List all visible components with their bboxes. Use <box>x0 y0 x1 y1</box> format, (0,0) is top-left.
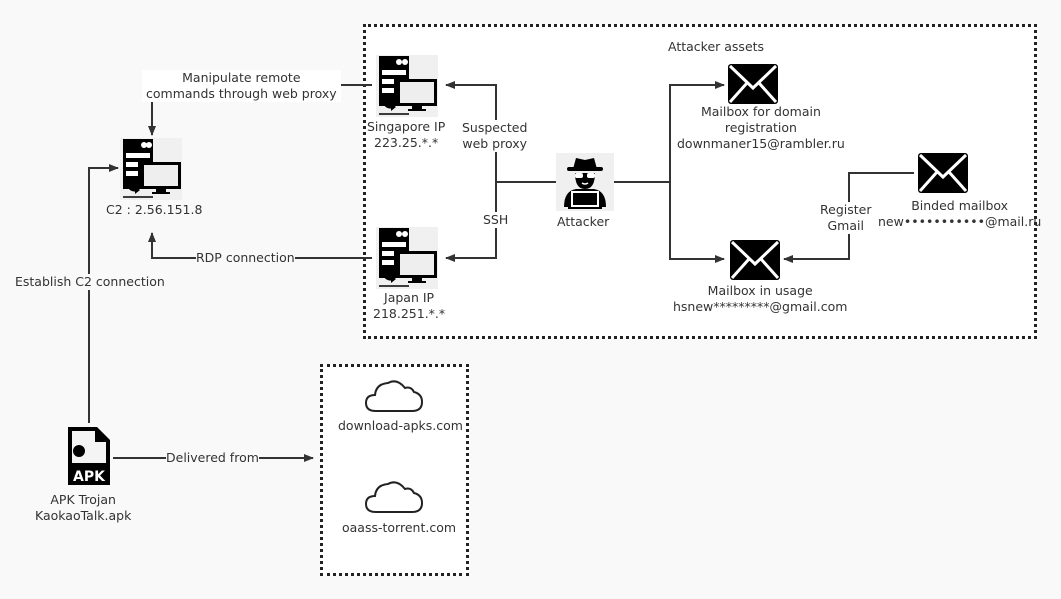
site1-node[interactable] <box>364 376 424 414</box>
c2-label: C2 : 2.56.151.8 <box>106 202 203 218</box>
edge-rdp <box>148 232 372 259</box>
envelope-icon <box>728 64 778 104</box>
mailbox-domain-label: Mailbox for domain registration downmane… <box>677 104 845 151</box>
c2-node[interactable] <box>120 138 182 200</box>
edge-label-register-gmail: Register Gmail <box>820 202 872 234</box>
envelope-icon <box>730 240 780 280</box>
server-icon <box>376 227 438 289</box>
japan-node[interactable] <box>376 227 438 289</box>
server-icon <box>120 138 182 200</box>
site2-node[interactable] <box>364 477 424 515</box>
site1-label: download-apks.com <box>338 418 463 433</box>
mailbox-usage-label: Mailbox in usage hsnew*********@gmail.co… <box>673 283 848 314</box>
singapore-label: Singapore IP 223.25.*.* <box>367 119 446 150</box>
attacker-label: Attacker <box>557 214 610 229</box>
edge-label-establish: Establish C2 connection <box>15 274 165 290</box>
mailbox-domain-node[interactable] <box>728 64 778 104</box>
edge-label-ssh: SSH <box>483 212 509 228</box>
svg-text:APK: APK <box>73 469 106 485</box>
edge-label-rdp: RDP connection <box>196 250 295 266</box>
delivery-sites-group <box>320 364 469 576</box>
apk-node[interactable]: APK <box>65 425 113 487</box>
server-icon <box>376 55 438 117</box>
envelope-icon <box>918 153 968 193</box>
site2-label: oaass-torrent.com <box>342 520 457 535</box>
apk-file-icon: APK <box>68 427 110 485</box>
cloud-icon <box>364 481 424 513</box>
cloud-icon <box>364 380 424 412</box>
apk-label: APK Trojan KaokaoTalk.apk <box>35 492 132 524</box>
hacker-icon <box>556 153 614 211</box>
attacker-node[interactable] <box>556 153 614 211</box>
edge-establish <box>88 164 119 423</box>
mailbox-binded-label: Binded mailbox new•••••••••••@mail.ru <box>878 198 1042 229</box>
mailbox-usage-node[interactable] <box>730 240 780 280</box>
edge-label-manipulate: Manipulate remote commands through web p… <box>142 70 341 102</box>
mailbox-binded-node[interactable] <box>918 153 968 193</box>
edge-label-delivered: Delivered from <box>166 450 259 466</box>
attacker-assets-title: Attacker assets <box>668 39 765 54</box>
singapore-node[interactable] <box>376 55 438 117</box>
edge-label-suspected-proxy: Suspected web proxy <box>462 120 528 152</box>
japan-label: Japan IP 218.251.*.* <box>373 290 446 321</box>
